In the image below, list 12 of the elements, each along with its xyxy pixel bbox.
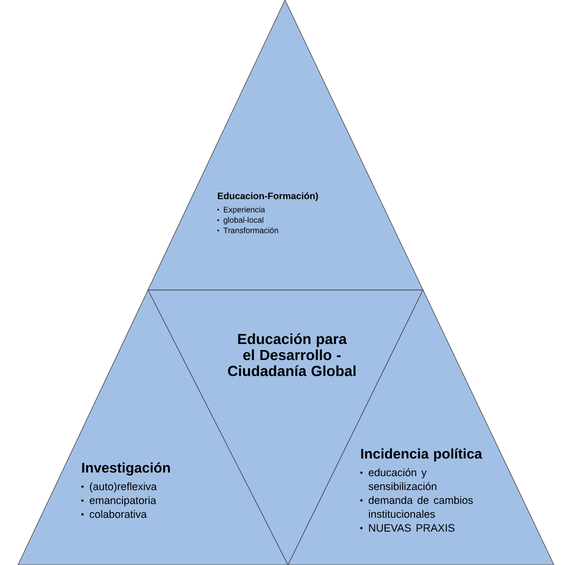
bullet-item: (auto)reflexiva bbox=[81, 482, 157, 492]
bullet-item: Transformación bbox=[217, 227, 278, 234]
bullet-item: emancipatoria bbox=[81, 496, 156, 506]
heading: Investigación bbox=[82, 462, 170, 476]
bullet-item: colaborativa bbox=[81, 510, 147, 518]
title-text: Educación para el Desarrollo - Ciudadanía Global bbox=[228, 333, 356, 376]
heading: Educacion-Formación) bbox=[218, 192, 318, 202]
bullet-item: NUEVAS PRAXIS bbox=[360, 524, 454, 532]
bullet-item: Experiencia bbox=[217, 206, 266, 214]
heading: Incidencia política bbox=[361, 448, 482, 462]
bullet-item: global-local bbox=[217, 216, 264, 224]
bullet-item: demanda de cambios institucionales bbox=[360, 496, 473, 518]
